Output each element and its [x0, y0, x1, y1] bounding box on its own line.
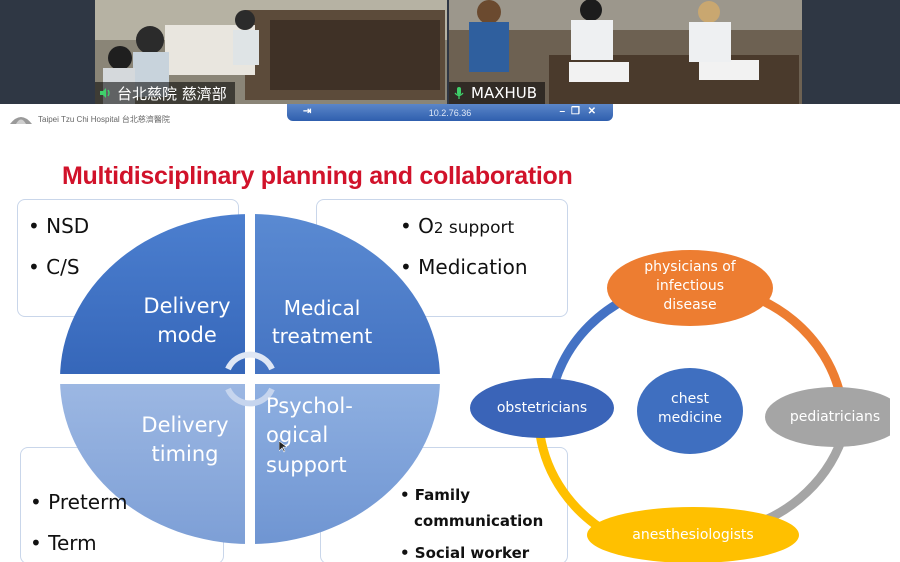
- bullet-social-worker: • Social worker: [400, 544, 530, 562]
- shared-slide: Taipei Tzu Chi Hospital 台北慈濟醫院 Multidisc…: [0, 104, 900, 562]
- label-anesthesiologists: anesthesiologists: [632, 527, 754, 543]
- slide-title: Multidisciplinary planning and collabora…: [62, 162, 573, 190]
- video-tile-taipei[interactable]: 台北慈院 慈濟部: [95, 0, 447, 104]
- close-icon[interactable]: ✕: [587, 106, 596, 117]
- video-feed: [95, 0, 447, 104]
- lotus-logo-icon: [10, 117, 32, 124]
- participant-label: 台北慈院 慈濟部: [95, 82, 235, 104]
- bullet-nsd: • NSD: [28, 214, 90, 238]
- bullet-cs: • C/S: [28, 255, 80, 279]
- collaboration-cycle: [470, 250, 890, 562]
- node-anesthesiologists: [587, 507, 799, 562]
- bullet-medication: • Medication: [400, 255, 528, 279]
- label-obstetricians: obstetricians: [496, 400, 588, 416]
- cycle-arc-yellow: [535, 433, 613, 538]
- bullet-family-communication: communication: [414, 512, 544, 530]
- microphone-icon: [454, 87, 464, 99]
- participant-label: MAXHUB: [449, 82, 546, 104]
- restore-icon[interactable]: ❐: [571, 106, 580, 117]
- video-feed: [449, 0, 802, 104]
- quadrant-bottom-left: [60, 379, 250, 544]
- quadrant-bottom-right: [250, 379, 440, 544]
- node-chest-medicine: [637, 368, 743, 454]
- participant-name: 台北慈院 慈濟部: [117, 84, 227, 103]
- participant-name: MAXHUB: [471, 84, 538, 102]
- video-tile-maxhub[interactable]: MAXHUB: [449, 0, 802, 104]
- remote-control-bar[interactable]: ⇥ 10.2.76.36 – ❐ ✕: [287, 104, 613, 121]
- cycle-arrow-icon: [225, 351, 275, 371]
- speaker-icon: [100, 88, 110, 98]
- bullet-term: • Term: [30, 531, 97, 555]
- node-infectious-disease: [607, 250, 773, 326]
- node-obstetricians: [470, 378, 614, 438]
- mouse-cursor-icon: [279, 441, 287, 453]
- bullet-preterm: • Preterm: [30, 490, 128, 514]
- quadrant-circle: [60, 214, 440, 544]
- label-pediatricians: pediatricians: [789, 409, 881, 425]
- cycle-arrow-icon: [225, 387, 275, 407]
- hospital-logo: Taipei Tzu Chi Hospital 台北慈濟醫院: [8, 112, 170, 126]
- remote-ip: 10.2.76.36: [428, 107, 472, 118]
- minimize-icon[interactable]: –: [559, 106, 565, 117]
- bullet-o2-support: • O2 support: [400, 214, 515, 238]
- node-pediatricians: [765, 387, 890, 447]
- quadrant-top-right: [250, 214, 440, 379]
- logo-text: Taipei Tzu Chi Hospital 台北慈濟醫院: [38, 114, 170, 124]
- bullet-family: • Family: [400, 486, 470, 504]
- pin-icon[interactable]: ⇥: [303, 106, 312, 117]
- quadrant-top-left: [60, 214, 250, 379]
